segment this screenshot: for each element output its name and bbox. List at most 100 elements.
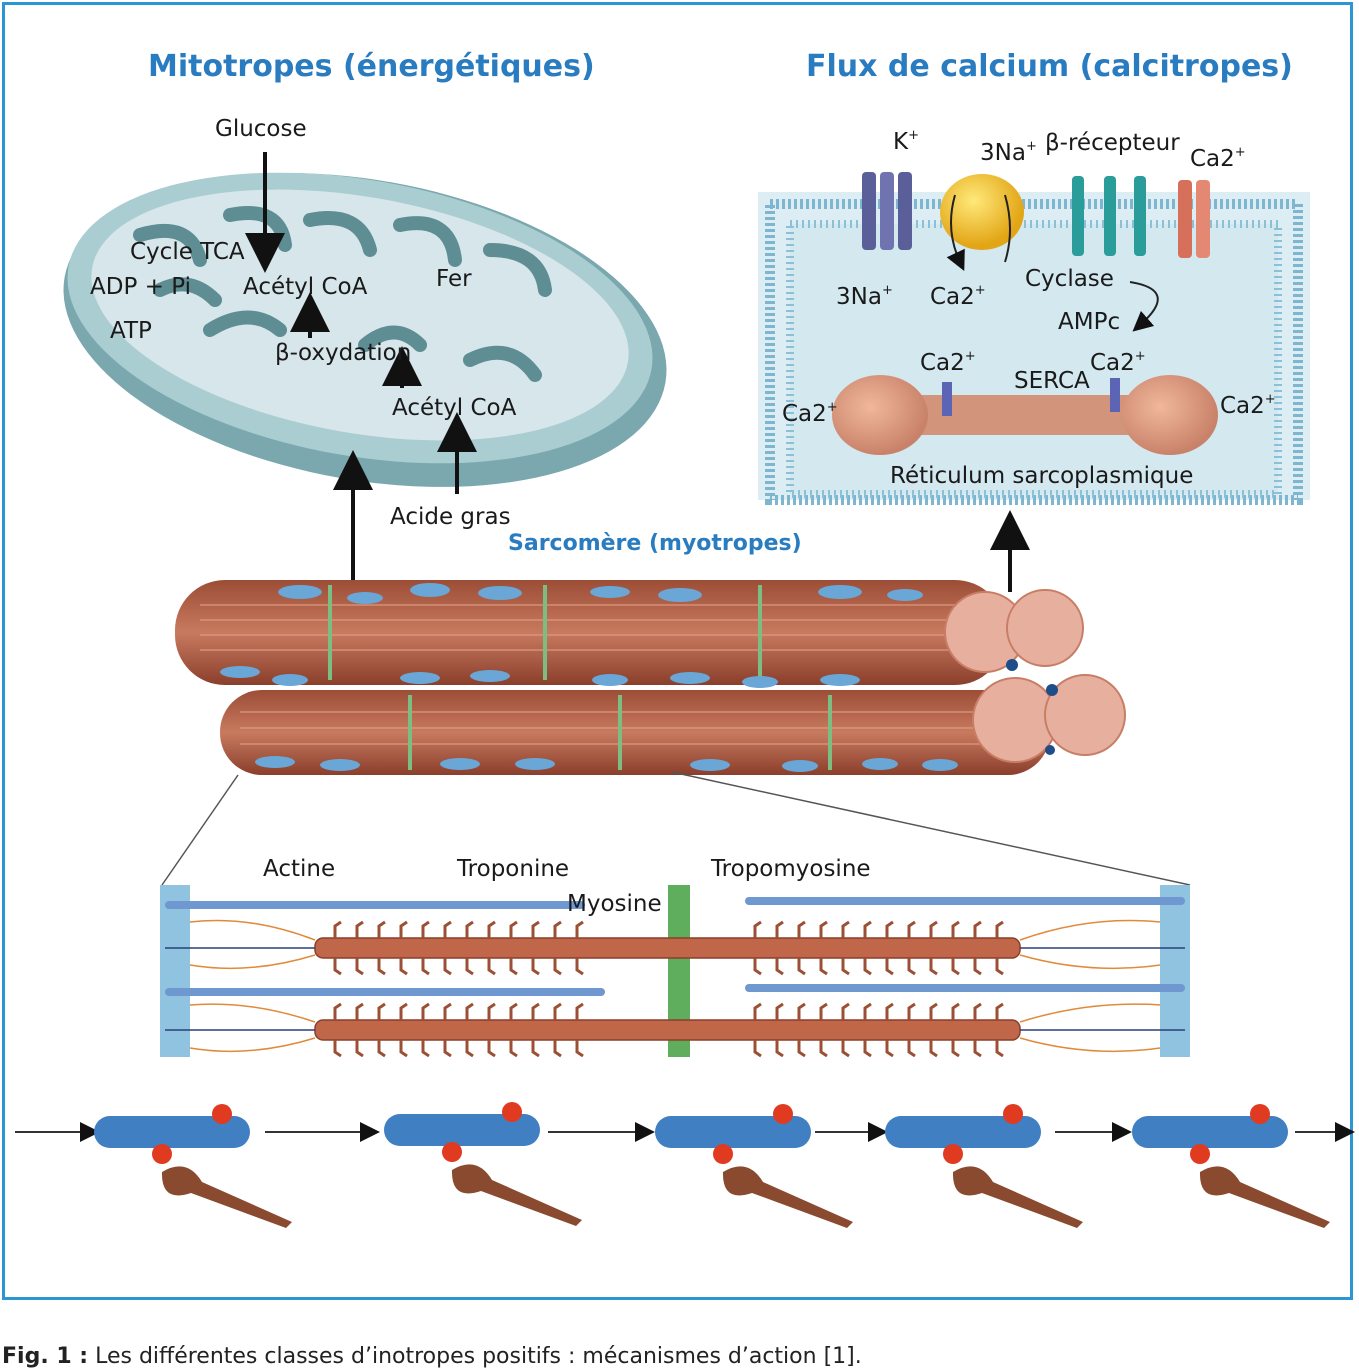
myosin-head — [575, 920, 584, 938]
myosin-head — [753, 958, 762, 976]
myosin-head — [377, 920, 386, 938]
k-label: K+ — [893, 128, 919, 154]
mitochondrion — [63, 172, 667, 487]
zoom-lines — [161, 771, 1191, 886]
mitotropes-title: Mitotropes (énergétiques) — [148, 49, 595, 84]
troponin-ball — [1190, 1144, 1210, 1164]
myosin-head — [509, 958, 518, 976]
myosin-head — [885, 958, 894, 976]
fer-label: Fer — [436, 266, 472, 292]
myosin-head — [841, 958, 850, 976]
cyclase-label: Cyclase — [1025, 266, 1114, 292]
myosin-head — [885, 920, 894, 938]
myosin-head — [907, 1040, 916, 1058]
troponin-ball — [442, 1142, 462, 1162]
myosin-head — [885, 1040, 894, 1058]
myosin-head — [797, 1040, 806, 1058]
myosin-head — [929, 958, 938, 976]
actin-filament — [94, 1116, 250, 1148]
myosin-head — [995, 958, 1004, 976]
crossbridge-step — [885, 1104, 1083, 1228]
beta-oxydation-label: β-oxydation — [275, 340, 412, 366]
acetyl-coa-label-2: Acétyl CoA — [392, 395, 517, 421]
myosin-head — [509, 920, 518, 938]
calcitropes-title: Flux de calcium (calcitropes) — [806, 49, 1293, 84]
myosin-head — [531, 958, 540, 976]
troponin-ball — [152, 1144, 172, 1164]
myosin-head — [973, 1002, 982, 1020]
sarcomere-title: Sarcomère (myotropes) — [508, 531, 802, 556]
myosin-head — [377, 958, 386, 976]
na-top-text: 3Na — [980, 140, 1026, 166]
myosin-head — [421, 1040, 430, 1058]
ca-left-sup: + — [826, 400, 838, 415]
myosin-head — [333, 1002, 342, 1020]
myosin-head — [421, 1002, 430, 1020]
beta-recepteur-label: β-récepteur — [1045, 130, 1180, 156]
myosine-label: Myosine — [567, 891, 662, 917]
myosin-head — [531, 920, 540, 938]
crossbridge-step — [1132, 1104, 1330, 1228]
tropomyosine-label: Tropomyosine — [711, 856, 871, 882]
k-sup: + — [908, 128, 919, 143]
myosin-head-shape — [952, 1166, 1083, 1228]
serca-label: SERCA — [1014, 368, 1090, 394]
ca-sr-right-sup: + — [1134, 349, 1146, 364]
myosin-head — [775, 958, 784, 976]
myosin-head — [929, 1002, 938, 1020]
myosin-head — [509, 1002, 518, 1020]
myosin-head — [973, 920, 982, 938]
glucose-label: Glucose — [215, 116, 307, 142]
troponin-ball — [943, 1144, 963, 1164]
myosin-head — [487, 920, 496, 938]
myosin-head — [841, 1002, 850, 1020]
troponin-ball — [212, 1104, 232, 1124]
figure-caption: Fig. 1 : Les différentes classes d’inotr… — [2, 1344, 862, 1369]
myosin-head-shape — [161, 1166, 292, 1228]
ca-left-label: Ca2+ — [782, 400, 838, 426]
crossbridge-cycle — [15, 1102, 1355, 1228]
atp-label: ATP — [110, 318, 152, 344]
myosin-head — [355, 1002, 364, 1020]
myosin-head — [333, 1040, 342, 1058]
myosin-head — [775, 1002, 784, 1020]
ca-sr-left-sup: + — [964, 349, 976, 364]
myosin-head — [553, 920, 562, 938]
myosin-head — [399, 958, 408, 976]
ca-sr-left-label: Ca2+ — [920, 349, 976, 375]
caption-text: Les différentes classes d’inotropes posi… — [88, 1344, 862, 1369]
ca-bottom-text: Ca2 — [930, 284, 975, 310]
reticulum-label: Réticulum sarcoplasmique — [890, 463, 1194, 489]
myosin-head — [797, 920, 806, 938]
myosin-head — [487, 1002, 496, 1020]
troponin-ball — [1250, 1104, 1270, 1124]
myosin-head — [531, 1040, 540, 1058]
myosin-head — [487, 958, 496, 976]
myosin-head — [333, 920, 342, 938]
actin-filament — [655, 1116, 811, 1148]
troponin-ball — [773, 1104, 793, 1124]
myosin-head — [421, 958, 430, 976]
crossbridge-step — [655, 1104, 853, 1228]
na-bottom-label: 3Na+ — [836, 284, 893, 310]
adp-pi-label: ADP + Pi — [90, 274, 191, 300]
myosin-head-shape — [451, 1164, 582, 1226]
myosin-head — [377, 1040, 386, 1058]
myosin-head-shape — [722, 1166, 853, 1228]
myosin-head — [399, 1002, 408, 1020]
myosin-head — [775, 1040, 784, 1058]
myosin-head — [753, 1040, 762, 1058]
myosin-head — [443, 958, 452, 976]
myosin-head — [995, 920, 1004, 938]
ca-sr-right-text: Ca2 — [1090, 350, 1135, 376]
na-top-label: 3Na+ — [980, 140, 1037, 166]
actine-label: Actine — [263, 856, 336, 882]
myosin-head — [355, 958, 364, 976]
mito-arrows — [245, 152, 1030, 595]
troponine-label: Troponine — [457, 856, 570, 882]
myosin-head — [951, 1002, 960, 1020]
na-bottom-text: 3Na — [836, 284, 882, 310]
myosin-head — [509, 1040, 518, 1058]
myosin-head — [863, 1002, 872, 1020]
ca-right-text: Ca2 — [1220, 393, 1265, 419]
